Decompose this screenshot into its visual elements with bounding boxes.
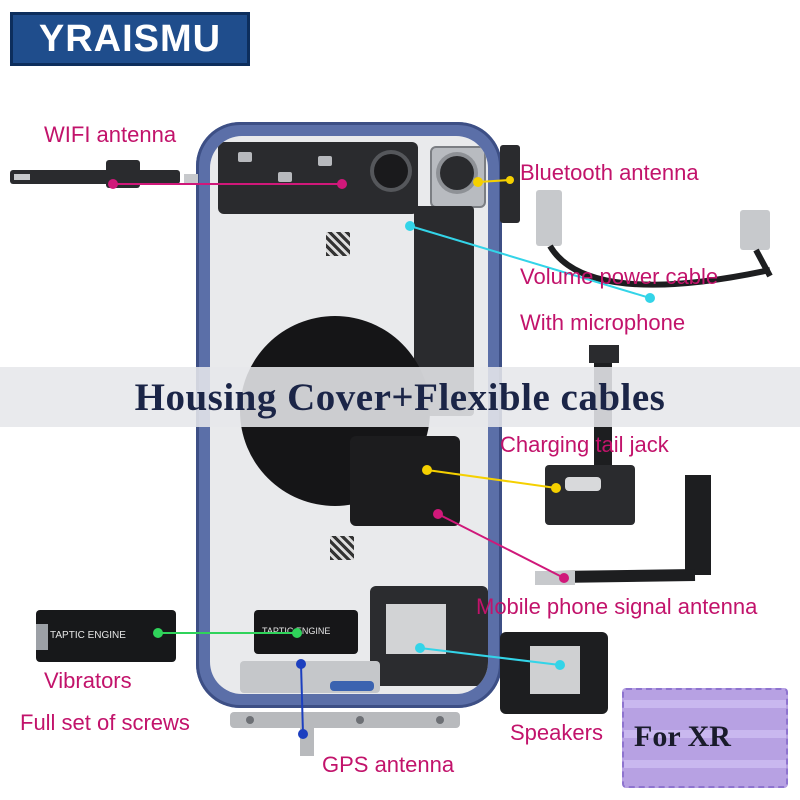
volume-power-cable-part <box>530 190 782 296</box>
leader-charging <box>422 465 561 493</box>
leader-signal <box>433 509 569 583</box>
rear-camera-module <box>430 146 486 208</box>
label-speakers: Speakers <box>510 720 603 745</box>
leader-volume <box>405 221 655 303</box>
label-volume-power-cable: Volume power cable <box>520 264 719 289</box>
label-charging-tail-jack: Charging tail jack <box>500 432 669 457</box>
model-badge: For XR <box>634 720 731 753</box>
taptic-outside-label: TAPTIC ENGINE <box>50 630 126 641</box>
label-full-set-of-screws: Full set of screws <box>20 710 190 735</box>
speaker-inside <box>370 586 488 686</box>
label-bluetooth-antenna: Bluetooth antenna <box>520 160 699 185</box>
qr-code <box>330 536 354 560</box>
brand-name: YRAISMU <box>38 17 222 60</box>
vibrator-part: TAPTIC ENGINE <box>36 610 176 662</box>
qr-code <box>326 232 350 256</box>
screws-bracket-part <box>230 700 470 760</box>
lightning-port <box>330 681 374 691</box>
label-with-microphone: With microphone <box>520 310 686 335</box>
label-wifi-antenna: WIFI antenna <box>44 122 177 147</box>
banner-title: Housing Cover+Flexible cables <box>134 375 666 419</box>
label-vibrators: Vibrators <box>44 668 132 693</box>
battery-adhesive <box>622 688 788 788</box>
logic-board <box>218 142 418 214</box>
brand-logo: YRAISMU <box>10 12 250 66</box>
leader-speakers <box>415 643 565 670</box>
speaker-part <box>500 632 608 714</box>
label-signal-antenna: Mobile phone signal antenna <box>476 594 758 619</box>
front-camera-lens <box>374 154 408 188</box>
title-banner: Housing Cover+Flexible cables <box>0 367 800 427</box>
leader-screws-gps <box>296 659 308 739</box>
leader-vibrators <box>153 628 302 638</box>
leader-wifi <box>108 179 347 189</box>
label-gps-antenna: GPS antenna <box>322 752 455 777</box>
leader-bluetooth <box>473 176 514 187</box>
